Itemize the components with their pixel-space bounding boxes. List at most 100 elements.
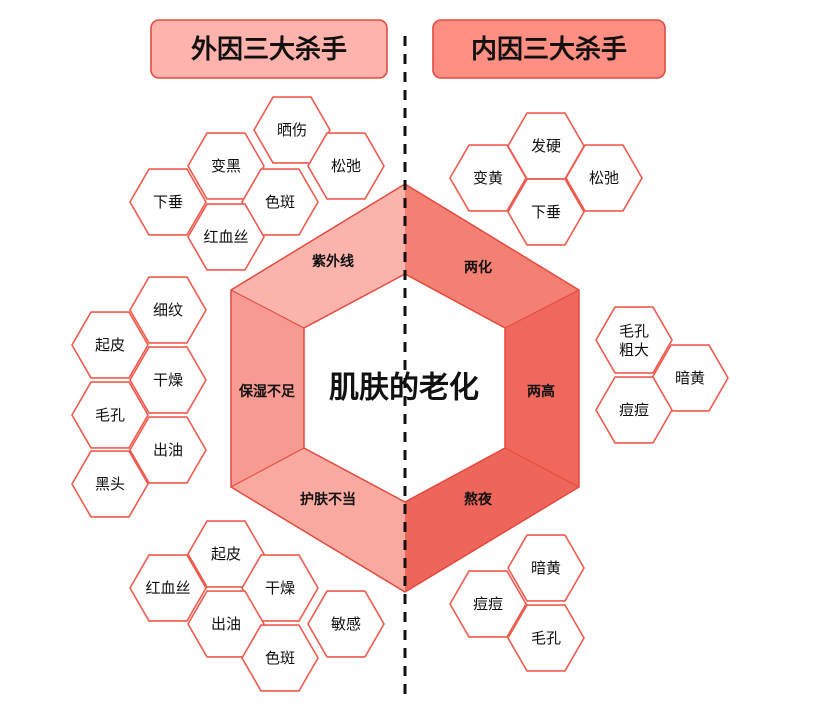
- divider-line: [230, 289, 305, 329]
- hex-node-uv: 松弛: [307, 132, 385, 200]
- hex-node-label: 毛孔: [531, 629, 561, 647]
- hex-node-moisture: 出油: [129, 416, 207, 484]
- hex-node-uv: 红血丝: [187, 203, 265, 271]
- hex-node-shape: [595, 376, 673, 444]
- hex-node-label: 色斑: [265, 649, 295, 667]
- hex-node-care: 干燥: [241, 554, 319, 622]
- hex-node-moisture: 起皮: [71, 311, 149, 379]
- hex-node-shape: [507, 178, 585, 246]
- hex-node-shape: [307, 132, 385, 200]
- segment-label-uv: 紫外线: [312, 253, 354, 270]
- title-external: 外因三大杀手: [150, 19, 388, 79]
- hex-node-care: 出油: [187, 590, 265, 658]
- segment-two-hua: [405, 184, 579, 328]
- hex-node-uv: 变黑: [187, 132, 265, 200]
- hex-node-shape: [241, 168, 319, 236]
- hex-node-shape: [449, 570, 527, 638]
- segment-moisture: [231, 290, 304, 487]
- hex-node-label: 痘痘: [619, 401, 649, 419]
- hex-node-shape: [507, 534, 585, 602]
- title-internal: 内因三大杀手: [432, 19, 666, 79]
- title-external-box: [150, 19, 388, 79]
- title-external-text: 外因三大杀手: [191, 34, 347, 65]
- segment-care: [231, 448, 405, 592]
- hex-node-moisture: 黑头: [71, 450, 149, 518]
- hex-node-moisture: 干燥: [129, 346, 207, 414]
- hex-node-label: 松弛: [331, 157, 361, 175]
- hex-node-two-gao: 痘痘: [595, 376, 673, 444]
- hex-node-label: 敏感: [331, 615, 361, 633]
- hex-node-shape: [565, 144, 643, 212]
- segment-label-late: 熬夜: [464, 491, 493, 508]
- hex-node-label: 黑头: [95, 475, 125, 493]
- hex-node-shape: [129, 554, 207, 622]
- hex-node-uv: 下垂: [129, 168, 207, 236]
- hex-node-shape: [71, 450, 149, 518]
- divider-line: [230, 447, 305, 488]
- hex-node-shape: [187, 203, 265, 271]
- hex-node-shape: [129, 168, 207, 236]
- hex-node-label: 痘痘: [473, 595, 503, 613]
- segment-uv: [231, 184, 405, 328]
- hex-node-uv: 色斑: [241, 168, 319, 236]
- hex-node-label: 暗黄: [531, 559, 561, 577]
- hex-node-label: 起皮: [95, 336, 125, 354]
- segment-label-care: 护肤不当: [300, 491, 356, 508]
- hex-node-care: 起皮: [187, 520, 265, 588]
- hex-node-shape: [595, 306, 673, 374]
- hex-node-shape: [507, 604, 585, 672]
- hex-node-label: 晒伤: [277, 121, 307, 139]
- title-internal-text: 内因三大杀手: [471, 34, 627, 65]
- hex-node-label: 下垂: [153, 193, 183, 211]
- divider-line: [504, 289, 580, 329]
- hex-node-two-hua: 变黄: [449, 144, 527, 212]
- hex-node-label: 干燥: [265, 579, 295, 597]
- divider-line: [504, 447, 580, 488]
- hex-node-two-gao: 暗黄: [651, 344, 729, 412]
- hex-node-two-hua: 下垂: [507, 178, 585, 246]
- hex-node-shape: [307, 590, 385, 658]
- hex-node-label: 变黑: [211, 157, 241, 175]
- hex-node-shape: [129, 346, 207, 414]
- hex-node-two-gao: 毛孔粗大: [595, 306, 673, 374]
- hex-node-label: 毛孔: [95, 406, 125, 424]
- hex-node-moisture: 毛孔: [71, 381, 149, 449]
- hex-node-shape: [129, 416, 207, 484]
- hex-node-two-hua: 松弛: [565, 144, 643, 212]
- hex-node-label: 出油: [153, 441, 183, 459]
- hex-node-care: 色斑: [241, 624, 319, 692]
- central-hexagon: 紫外线 保湿不足 护肤不当 两化 两高 熬夜 肌肤的老化: [230, 183, 580, 593]
- hex-node-shape: [71, 311, 149, 379]
- hex-node-label: 变黄: [473, 169, 503, 187]
- hex-node-shape: [449, 144, 527, 212]
- hexagon-clusters: 晒伤变黑松弛色斑下垂红血丝细纹起皮干燥毛孔出油黑头起皮红血丝干燥出油敏感色斑发硬…: [71, 96, 729, 692]
- segment-label-moisture: 保湿不足: [238, 383, 296, 400]
- segment-late: [405, 448, 579, 592]
- hex-node-label: 下垂: [531, 203, 561, 221]
- hex-node-label: 起皮: [211, 545, 241, 563]
- hex-node-shape: [129, 276, 207, 344]
- hex-node-label: 细纹: [153, 301, 183, 319]
- hex-node-uv: 晒伤: [253, 96, 331, 164]
- hex-node-care: 红血丝: [129, 554, 207, 622]
- hex-node-shape: [71, 381, 149, 449]
- hex-node-shape: [241, 624, 319, 692]
- title-internal-box: [432, 19, 666, 79]
- hex-node-label: 色斑: [265, 193, 295, 211]
- hex-node-shape: [241, 554, 319, 622]
- segment-label-two-gao: 两高: [527, 383, 555, 400]
- segment-label-two-hua: 两化: [464, 259, 492, 276]
- hex-node-label: 发硬: [531, 137, 561, 155]
- hex-node-care: 敏感: [307, 590, 385, 658]
- hex-node-label: 暗黄: [675, 369, 705, 387]
- hex-node-late: 痘痘: [449, 570, 527, 638]
- hex-node-late: 毛孔: [507, 604, 585, 672]
- hex-node-label: 干燥: [153, 371, 183, 389]
- segment-two-gao: [505, 290, 579, 487]
- hex-node-moisture: 细纹: [129, 276, 207, 344]
- hex-node-label: 松弛: [589, 169, 619, 187]
- hex-node-label: 红血丝: [203, 228, 248, 246]
- hex-node-late: 暗黄: [507, 534, 585, 602]
